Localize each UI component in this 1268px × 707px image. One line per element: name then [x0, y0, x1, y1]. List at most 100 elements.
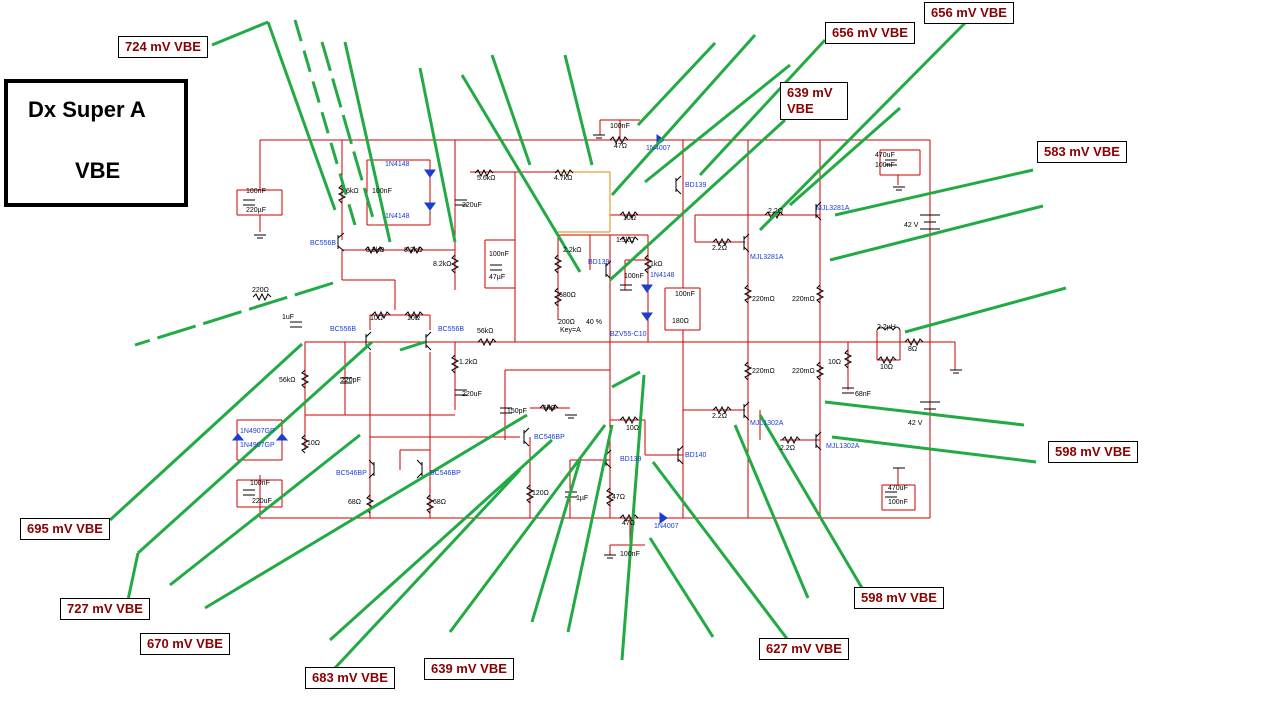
comp-label: 1.5kΩ	[616, 237, 634, 244]
part-label: BD139	[685, 182, 707, 189]
pot-key: Key=A	[560, 327, 581, 334]
comp-label: 100nF	[675, 291, 695, 298]
comp-label: 1µF	[576, 495, 588, 502]
comp-label: 100nF	[875, 162, 895, 169]
comp-label: 220µF	[246, 207, 266, 214]
comp-label: 100nF	[246, 188, 266, 195]
transistor-bc556b	[425, 331, 432, 351]
transistor-bc556b	[337, 232, 345, 252]
vbe-label: 670 mV VBE	[140, 633, 230, 655]
capacitor-symbol	[500, 407, 512, 414]
pot-percent: 40 %	[586, 319, 602, 326]
vbe-label: 656 mV VBE	[924, 2, 1014, 24]
capacitor-symbol	[490, 264, 502, 271]
comp-label: 100nF	[620, 551, 640, 558]
diode-1n4907gp	[231, 433, 245, 441]
resistor-symbol	[450, 254, 460, 274]
comp-label: 180Ω	[672, 318, 689, 325]
resistor-symbol	[252, 292, 272, 302]
resistor-symbol	[425, 494, 435, 514]
part-label: BC546BP	[336, 470, 367, 477]
part-label: MJL1302A	[750, 420, 784, 427]
resistor-symbol	[743, 284, 753, 304]
resistor-symbol	[815, 361, 825, 381]
capacitor-symbol	[243, 489, 255, 496]
resistor-symbol	[404, 245, 424, 255]
vbe-label: 724 mV VBE	[118, 36, 208, 58]
comp-label: 2.2Ω	[712, 245, 727, 252]
resistor-symbol	[619, 235, 639, 245]
resistor-symbol	[743, 361, 753, 381]
transistor-mjl3281a	[815, 201, 822, 221]
comp-label: 2.2µH	[877, 324, 896, 331]
transistor-bc546bp	[416, 459, 423, 479]
ground-symbol	[254, 234, 266, 239]
comp-label: 220uF	[462, 202, 482, 209]
transistor-bd140	[677, 445, 684, 465]
capacitor-symbol	[340, 377, 352, 384]
comp-label: 10Ω	[370, 315, 383, 322]
comp-label: 220mΩ	[792, 368, 815, 375]
vbe-label: 656 mV VBE	[825, 22, 915, 44]
comp-label: 10Ω	[880, 364, 893, 371]
part-label: BC556B	[330, 326, 356, 333]
title-box: Dx Super A VBE	[4, 79, 188, 207]
title-line2: VBE	[75, 158, 121, 183]
diode-1n4007	[659, 512, 668, 524]
resistor-symbol	[525, 484, 535, 504]
transistor-mjl1302a	[815, 431, 822, 451]
comp-label: 47Ω	[612, 494, 625, 501]
comp-label: 680Ω	[559, 292, 576, 299]
resistor-symbol	[764, 210, 784, 220]
comp-label: 42 V	[908, 420, 923, 427]
comp-label: 2.2Ω	[780, 445, 795, 452]
resistor-symbol	[843, 349, 853, 369]
transistor-mjl3281a	[743, 233, 750, 253]
vbe-pointer-lines	[108, 18, 1067, 670]
comp-label: 68Ω	[433, 499, 446, 506]
comp-label: 2.2Ω	[712, 413, 727, 420]
battery-symbol	[920, 214, 940, 230]
comp-label: 68Ω	[348, 499, 361, 506]
component-labels: 100nF 220µF 6kΩ 3.3kΩ 8.2kΩ 8.2kΩ 100nF …	[246, 123, 923, 558]
ground-symbol	[593, 134, 605, 139]
resistor-symbol	[450, 354, 460, 374]
comp-label: 200Ω	[558, 319, 575, 326]
part-label: 1N4007	[654, 523, 679, 530]
comp-label: 10Ω	[407, 315, 420, 322]
comp-label: 10Ω	[828, 359, 841, 366]
comp-label: 5.6kΩ	[477, 175, 495, 182]
comp-label: 1.2kΩ	[459, 359, 477, 366]
part-label: 1N4148	[385, 213, 410, 220]
capacitor-symbol	[620, 284, 632, 291]
capacitor-symbol	[455, 389, 467, 396]
part-label: BD139	[588, 259, 610, 266]
part-label: MJL1302A	[826, 443, 860, 450]
part-label: BC546BP	[430, 470, 461, 477]
comp-label: 220uF	[252, 498, 272, 505]
resistor-symbol	[609, 135, 629, 145]
component-symbols	[243, 134, 962, 559]
comp-label: 220uF	[462, 391, 482, 398]
capacitor-symbol	[842, 387, 854, 394]
part-label: BD139	[620, 456, 642, 463]
vbe-label: 598 mV VBE	[1048, 441, 1138, 463]
resistor-symbol	[364, 245, 384, 255]
resistor-symbol	[904, 337, 924, 347]
part-label: 1N4907GP	[240, 428, 275, 435]
comp-label: 68nF	[855, 391, 871, 398]
orange-wire	[558, 171, 611, 233]
vbe-label: 695 mV VBE	[20, 518, 110, 540]
comp-label: 120Ω	[532, 490, 549, 497]
transistor-bd139	[675, 175, 682, 195]
resistor-symbol	[371, 310, 391, 320]
comp-label: 100nF	[250, 480, 270, 487]
comp-label: 470uF	[888, 485, 908, 492]
part-label: BZV55-C10	[610, 331, 647, 338]
resistor-symbol	[619, 415, 639, 425]
resistor-symbol	[554, 168, 574, 178]
comp-label: 220mΩ	[752, 296, 775, 303]
ground-symbol	[893, 186, 905, 191]
capacitor-symbol	[455, 199, 467, 206]
